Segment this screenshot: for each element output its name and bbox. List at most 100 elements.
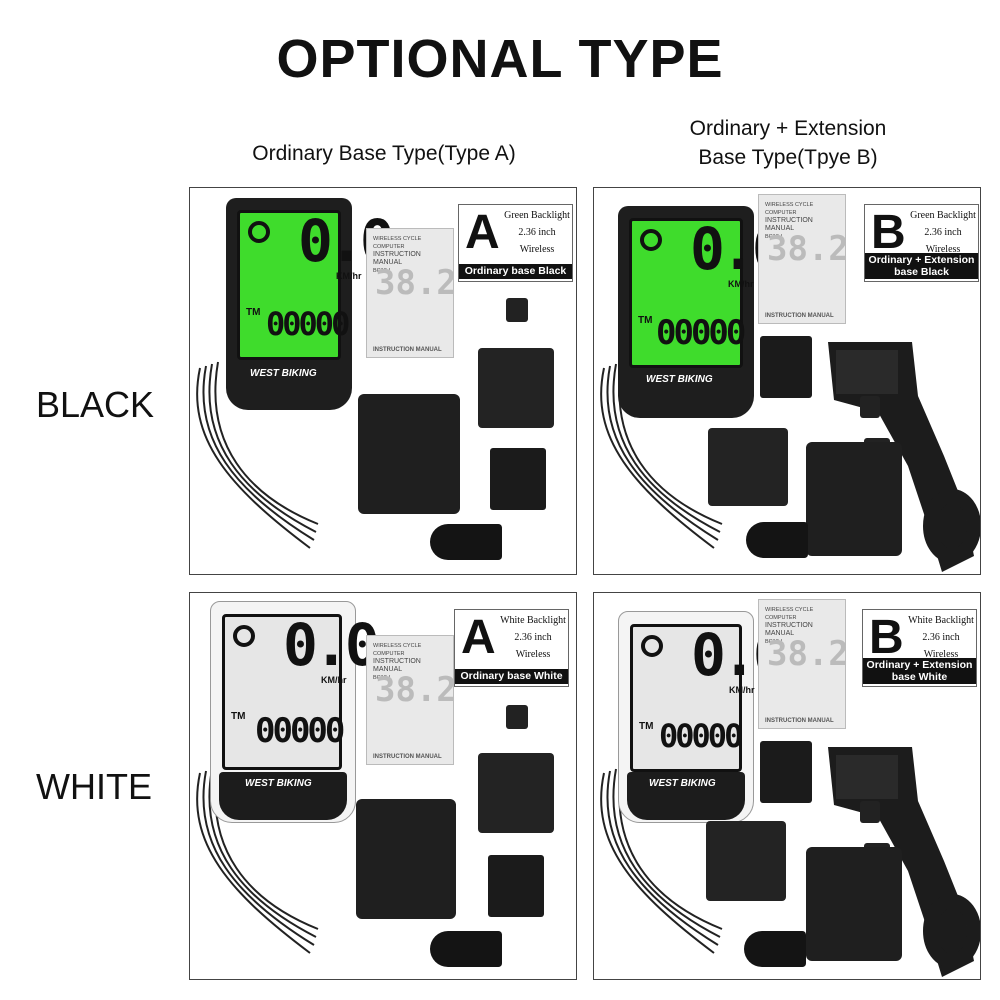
badge-type-label-line1: Ordinary + Extension bbox=[866, 659, 973, 671]
cycle-computer-white: 0.0 KM/hr TM 00000 WEST BIKING bbox=[210, 601, 380, 823]
speed-unit: KM/hr bbox=[336, 271, 362, 281]
mounting-base bbox=[478, 753, 554, 833]
speed-sensor bbox=[806, 442, 902, 556]
speed-unit: KM/hr bbox=[729, 685, 755, 695]
badge-wireless: Wireless bbox=[515, 649, 551, 660]
battery-ring-icon bbox=[641, 635, 663, 657]
manual-model: BC18-L bbox=[373, 675, 392, 681]
speed-sensor bbox=[358, 394, 460, 514]
cycle-computer-black: 0.0 KM/hr TM 00000 WEST BIKING bbox=[226, 198, 395, 410]
badge-type-label: Ordinary + Extension base White bbox=[863, 658, 976, 684]
small-clip bbox=[860, 396, 880, 418]
device-base-band bbox=[219, 772, 347, 820]
mounting-base bbox=[706, 821, 786, 901]
manual-digits: 38.2 bbox=[375, 263, 457, 303]
rubber-strap bbox=[430, 931, 502, 967]
spec-badge-b-black: B Green Backlight 2.36 inch Wireless Ord… bbox=[864, 204, 979, 282]
panel-white-type-b: 0.0 KM/hr TM 00000 WEST BIKING WIRELESS … bbox=[593, 592, 981, 980]
brand-logo: WEST BIKING bbox=[245, 778, 312, 789]
battery-ring-icon bbox=[233, 625, 255, 647]
badge-wireless: Wireless bbox=[519, 244, 555, 255]
panel-black-type-b: 0.0 KM/hr TM 00000 WEST BIKING WIRELESS … bbox=[593, 187, 981, 575]
cycle-computer-white: 0.0 KM/hr TM 00000 WEST BIKING bbox=[618, 611, 788, 823]
badge-letter: B bbox=[871, 206, 906, 259]
spec-badge-a-black: A Green Backlight 2.36 inch Wireless Ord… bbox=[458, 204, 573, 282]
manual-subtitle: INSTRUCTION MANUAL bbox=[765, 622, 813, 637]
manual-subtitle: INSTRUCTION MANUAL bbox=[373, 251, 421, 266]
column-heading-type-a: Ordinary Base Type(Type A) bbox=[190, 139, 578, 168]
manual-digits: 38.2 bbox=[767, 229, 849, 269]
battery-ring-icon bbox=[248, 221, 270, 243]
brand-logo: WEST BIKING bbox=[250, 368, 317, 379]
manual-model: BC18-L bbox=[373, 268, 392, 274]
badge-type-label-line2: base White bbox=[891, 671, 948, 683]
small-clip bbox=[860, 801, 880, 823]
cycle-computer-black: 0.0 KM/hr TM 00000 WEST BIKING bbox=[618, 206, 787, 418]
column-heading-type-b-line2: Base Type(Tpye B) bbox=[698, 146, 878, 169]
badge-type-label: Ordinary base White bbox=[455, 669, 568, 684]
badge-letter: A bbox=[465, 206, 500, 259]
lcd-screen: 0.0 KM/hr TM 00000 bbox=[237, 207, 395, 360]
column-heading-type-a-text: Ordinary Base Type(Type A) bbox=[252, 142, 516, 165]
badge-backlight: Green Backlight bbox=[504, 210, 570, 221]
page-title: OPTIONAL TYPE bbox=[276, 29, 724, 89]
manual-digits: 38.2 bbox=[375, 670, 457, 710]
tm-label: TM bbox=[231, 711, 246, 722]
manual-digits: 38.2 bbox=[767, 634, 849, 674]
rubber-pad-square bbox=[760, 336, 812, 398]
badge-type-label: Ordinary + Extension base Black bbox=[865, 253, 978, 279]
manual-footer: INSTRUCTION MANUAL bbox=[373, 347, 442, 353]
panel-black-type-a: 0.0 KM/hr TM 00000 WEST BIKING WIRELESS … bbox=[189, 187, 577, 575]
speed-sensor bbox=[806, 847, 902, 961]
speed-readout: 0.0 bbox=[283, 611, 380, 679]
lcd-screen: 0.0 KM/hr TM 00000 bbox=[222, 611, 380, 770]
badge-size: 2.36 inch bbox=[518, 227, 556, 238]
small-clip bbox=[506, 298, 528, 322]
device-base-band bbox=[627, 772, 745, 820]
manual-footer: INSTRUCTION MANUAL bbox=[373, 754, 442, 760]
rubber-pad-square bbox=[760, 741, 812, 803]
manual-title: WIRELESS CYCLE COMPUTER bbox=[373, 236, 422, 250]
tm-label: TM bbox=[638, 315, 653, 326]
badge-type-label: Ordinary base Black bbox=[459, 264, 572, 279]
badge-backlight: White Backlight bbox=[500, 615, 566, 626]
manual-subtitle: INSTRUCTION MANUAL bbox=[373, 658, 421, 673]
manual-title: WIRELESS CYCLE COMPUTER bbox=[765, 607, 814, 621]
speed-sensor bbox=[356, 799, 456, 919]
lcd-screen: 0.0 KM/hr TM 00000 bbox=[630, 621, 788, 772]
speed-unit: KM/hr bbox=[321, 675, 347, 685]
rubber-pad-square bbox=[490, 448, 546, 510]
manual-model: BC18-L bbox=[765, 234, 784, 240]
badge-backlight: Green Backlight bbox=[910, 210, 976, 221]
tm-label: TM bbox=[639, 721, 654, 732]
brand-logo: WEST BIKING bbox=[646, 374, 713, 385]
badge-backlight: White Backlight bbox=[908, 615, 974, 626]
panel-white-type-a: 0.0 KM/hr TM 00000 WEST BIKING WIRELESS … bbox=[189, 592, 577, 980]
rubber-strap bbox=[744, 931, 806, 967]
spec-badge-a-white: A White Backlight 2.36 inch Wireless Ord… bbox=[454, 609, 569, 687]
row-label-white: WHITE bbox=[36, 766, 152, 807]
odometer-readout: 00000 bbox=[656, 313, 746, 353]
odometer-readout: 00000 bbox=[255, 711, 345, 751]
manual-subtitle: INSTRUCTION MANUAL bbox=[765, 217, 813, 232]
battery-ring-icon bbox=[640, 229, 662, 251]
badge-letter: B bbox=[869, 611, 904, 664]
rubber-pad-square bbox=[488, 855, 544, 917]
speed-unit: KM/hr bbox=[728, 279, 754, 289]
tm-label: TM bbox=[246, 307, 261, 318]
manual-title: WIRELESS CYCLE COMPUTER bbox=[765, 202, 814, 216]
mounting-base bbox=[478, 348, 554, 428]
manual-model: BC18-L bbox=[765, 639, 784, 645]
column-heading-type-b-line1: Ordinary + Extension bbox=[689, 117, 887, 140]
rubber-strap bbox=[430, 524, 502, 560]
mounting-base bbox=[708, 428, 788, 506]
badge-wireless: Wireless bbox=[925, 244, 961, 255]
row-label-black: BLACK bbox=[36, 384, 155, 425]
spec-badge-b-white: B White Backlight 2.36 inch Wireless Ord… bbox=[862, 609, 977, 687]
odometer-readout: 00000 bbox=[659, 717, 743, 755]
badge-type-label-line2: base Black bbox=[894, 266, 949, 278]
